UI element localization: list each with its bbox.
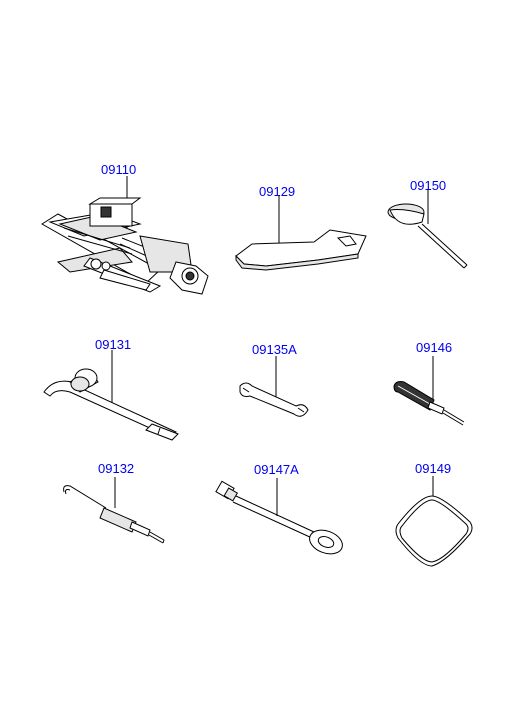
lug-wrench-icon	[43, 350, 179, 441]
plate-icon	[235, 196, 367, 271]
scissor-jack-icon	[41, 176, 209, 295]
hook-tool-icon	[387, 190, 468, 269]
part-label-09147a[interactable]: 09147A	[254, 462, 299, 477]
part-label-09149[interactable]: 09149	[415, 461, 452, 476]
part-label-09110[interactable]: 09110	[101, 162, 137, 177]
part-label-09131[interactable]: 09131	[95, 337, 132, 352]
open-end-wrench-icon	[239, 356, 309, 417]
part-label-09150[interactable]: 09150	[410, 178, 447, 193]
part-label-09135a[interactable]: 09135A	[252, 342, 297, 357]
hook-rod-icon	[63, 477, 165, 544]
screwdriver-icon	[393, 356, 465, 426]
tow-hook-icon	[215, 478, 343, 555]
part-label-09146[interactable]: 09146	[416, 340, 453, 355]
part-label-09129[interactable]: 09129	[259, 184, 296, 199]
part-label-09132[interactable]: 09132	[98, 461, 135, 476]
elastic-band-icon	[395, 476, 473, 567]
